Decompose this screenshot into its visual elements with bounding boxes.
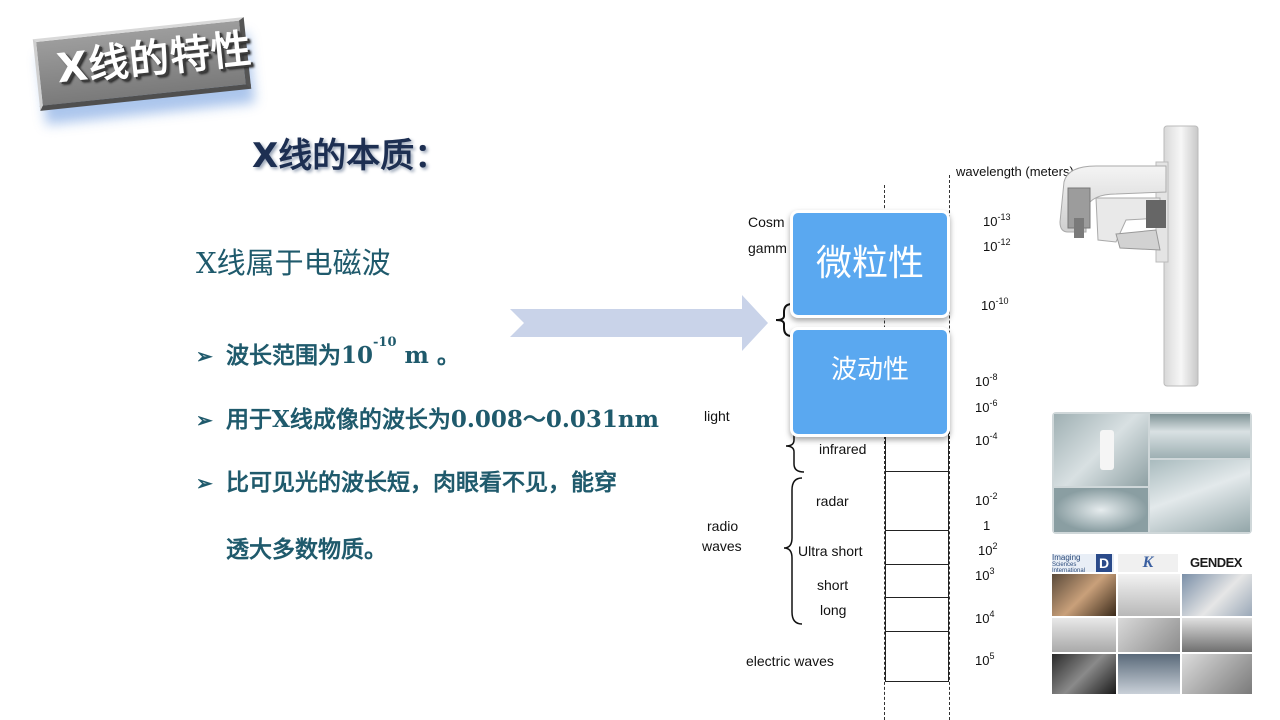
brand-collage: Imaging Sciences International D K GENDE… [1052, 552, 1252, 694]
wavelength-value: 10-12 [983, 237, 1011, 254]
spectrum-divider-right [949, 175, 950, 720]
bullet-visibility: ➢ 比可见光的波长短，肉眼看不见，能穿 [196, 463, 617, 497]
brace-icon [775, 303, 793, 337]
wavelength-value: 10-2 [975, 491, 998, 508]
xray-machine-image [1059, 125, 1199, 387]
wavelength-value: 10-6 [975, 398, 998, 415]
wavelength-value: 10-4 [975, 431, 998, 448]
bullet-imaging-wavelength: ➢ 用于X线成像的波长为0.008～0.031nm [196, 400, 659, 434]
label-short: short [817, 577, 849, 593]
wavelength-value: 10-10 [981, 296, 1009, 313]
brace-icon [783, 477, 803, 625]
xray-panel [1054, 488, 1148, 532]
bullet-exponent: -10 [373, 335, 397, 350]
label-infrared: infrared [819, 441, 867, 457]
label-ultra-short: Ultra short [798, 543, 863, 559]
label-cosmic: Cosm [748, 214, 785, 230]
label-long: long [820, 602, 847, 618]
band-cell [885, 597, 949, 632]
collage-photo [1052, 618, 1116, 652]
bullet-continuation: 透大多数物质。 [226, 536, 387, 563]
band-cell [885, 471, 949, 531]
particle-property-box: 微粒性 [790, 210, 950, 318]
implant-shape [1100, 430, 1114, 470]
bullet-marker-icon: ➢ [196, 344, 213, 368]
section-title: X线属于电磁波 [196, 246, 391, 280]
wavelength-header: wavelength (meters) [956, 164, 1074, 179]
label-light: light [704, 408, 730, 424]
band-cell [885, 631, 949, 682]
collage-photo [1118, 574, 1180, 616]
label-waves: waves [702, 538, 742, 554]
bullet-text: 波长范围为10 [226, 342, 374, 369]
collage-photo [1118, 618, 1180, 652]
gendex-logo: GENDEX [1190, 555, 1242, 570]
imaging-sciences-logo: Imaging Sciences International D [1052, 554, 1114, 574]
wavelength-value: 10-13 [983, 212, 1011, 229]
band-cell [885, 530, 949, 565]
wavelength-value: 1 [983, 518, 991, 533]
title-badge: X线的特性 [14, 8, 256, 125]
dental-xray-image [1052, 412, 1252, 534]
bullet-text: 比可见光的波长短，肉眼看不见，能穿 [226, 469, 617, 496]
label-radio: radio [707, 518, 739, 534]
subtitle: X线的本质： [252, 136, 449, 176]
label-electric-waves: electric waves [746, 653, 834, 669]
arrow-right-icon [510, 295, 768, 351]
wavelength-value: 102 [978, 541, 998, 558]
xray-panel [1150, 460, 1250, 532]
wave-property-box: 波动性 [790, 327, 950, 437]
bullet-wavelength-range: ➢ 波长范围为10-10 m 。 [196, 335, 460, 370]
collage-photo [1182, 618, 1252, 652]
kavo-logo: K [1118, 554, 1178, 572]
bullet-text-unit: m 。 [396, 342, 460, 369]
bullet-text: 用于X线成像的波长为0.008～0.031nm [226, 406, 659, 433]
collage-photo [1052, 574, 1116, 616]
band-cell [885, 564, 949, 598]
wavelength-value: 10-8 [975, 372, 998, 389]
bullet-marker-icon: ➢ [196, 471, 213, 495]
wavelength-value: 105 [975, 651, 995, 668]
collage-photo [1182, 574, 1252, 616]
wavelength-value: 103 [975, 566, 995, 583]
wavelength-value: 104 [975, 609, 995, 626]
collage-photo [1118, 654, 1180, 694]
xray-panel [1150, 414, 1250, 458]
bullet-marker-icon: ➢ [196, 408, 213, 432]
label-gamma: gamm [748, 240, 787, 256]
collage-photo [1052, 654, 1116, 694]
collage-photo [1182, 654, 1252, 694]
label-radar: radar [816, 493, 849, 509]
spectrum-divider-left [884, 185, 885, 720]
